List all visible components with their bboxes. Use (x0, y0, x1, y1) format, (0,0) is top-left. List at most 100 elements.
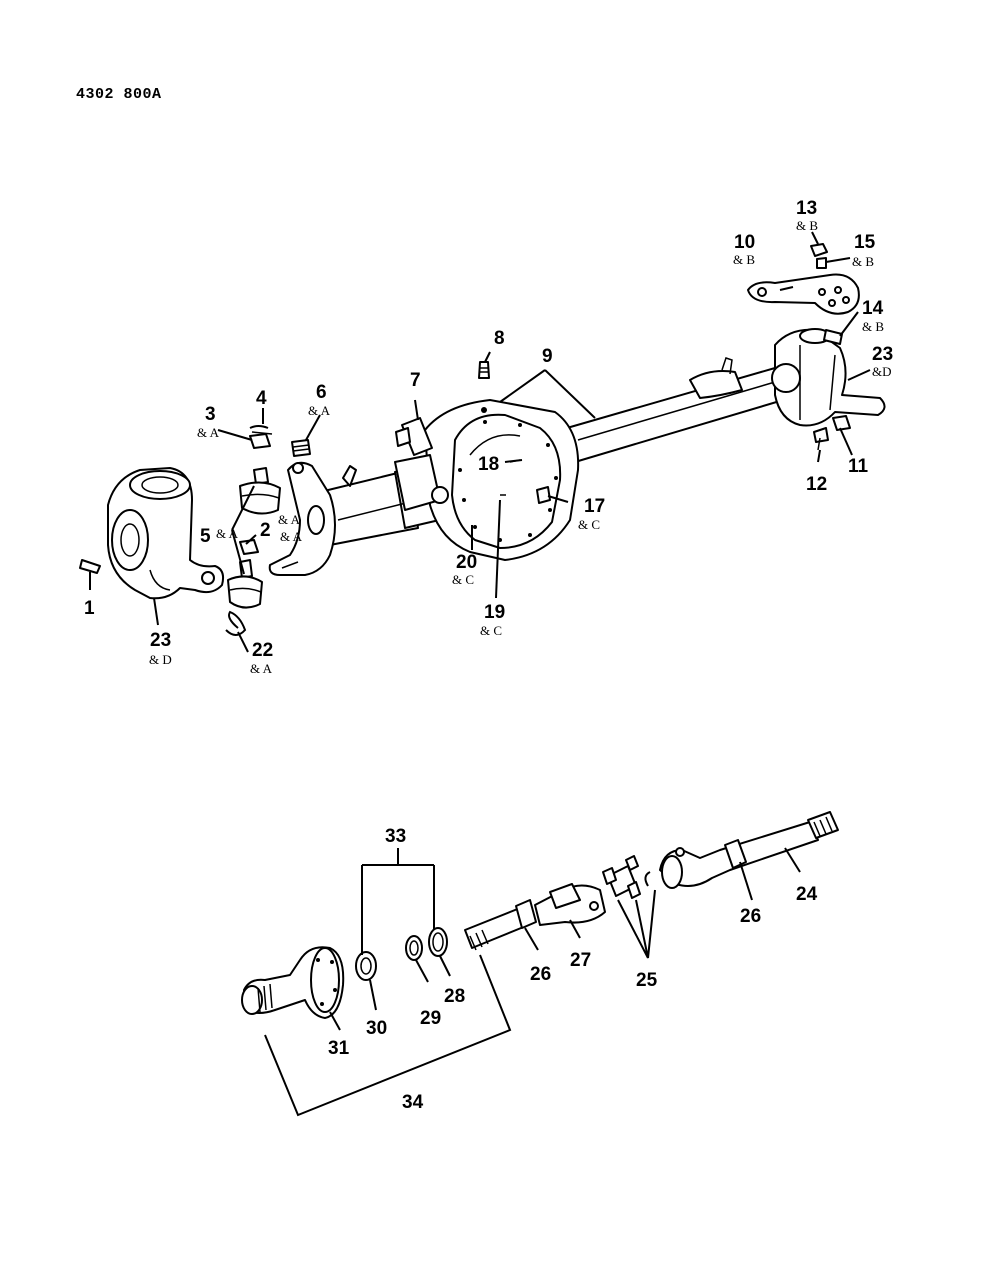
callout-number: 10 (734, 232, 755, 253)
bearing-30 (355, 951, 377, 981)
fill-plug (536, 486, 551, 504)
bolt-1 (79, 559, 101, 574)
callout-suffix: & C (480, 623, 502, 638)
callout-28: 28 (444, 986, 465, 1007)
vent-fitting (478, 361, 490, 379)
lower-ball-joint (227, 559, 263, 609)
steering-arm (747, 273, 860, 315)
callout-8: 8 (494, 328, 505, 349)
callout-27: 27 (570, 950, 591, 971)
callout-26-inner: 26 (740, 906, 761, 927)
callout-number: 18 (478, 454, 499, 475)
callout-number: 5 (200, 526, 211, 547)
callout-4: 4 (256, 388, 267, 409)
seal-28 (428, 927, 448, 957)
callout-5: 5 & A & A (200, 526, 303, 547)
callout-number: 1 (84, 598, 95, 619)
callout-number: 9 (542, 346, 553, 367)
outer-shaft-24 (659, 811, 839, 889)
knuckle-bolt-14 (823, 329, 843, 345)
callout-15: 15 & B (852, 232, 876, 269)
pinion-yoke (395, 417, 433, 456)
callout-suffix: & A (216, 526, 239, 541)
callout-14: 14 & B (862, 298, 884, 334)
callout-25: 25 (636, 970, 658, 991)
nut-3 (249, 433, 271, 449)
callout-suffix: & C (452, 572, 474, 587)
callout-suffix: & A (197, 425, 220, 440)
callout-12: 12 (806, 474, 827, 495)
callout-number: 7 (410, 370, 421, 391)
callout-number: 29 (420, 1008, 441, 1029)
callout-number: 27 (570, 950, 591, 971)
callout-3: 3 & A (197, 404, 220, 440)
callout-suffix: & B (796, 218, 818, 233)
callout-suffix-extra: & A (280, 529, 303, 544)
callout-suffix: & B (733, 252, 755, 267)
callout-suffix: &D (872, 364, 892, 379)
arm-nut-13 (810, 243, 828, 257)
callout-7: 7 (410, 370, 421, 391)
right-steering-knuckle (771, 328, 886, 427)
u-joint-25 (602, 855, 651, 899)
callout-33: 33 (385, 826, 406, 847)
spindle-31 (241, 946, 345, 1019)
callout-suffix: & A (308, 403, 331, 418)
callout-13: 13 & B (796, 198, 818, 233)
boot-6 (291, 439, 311, 457)
snap-ring-22 (225, 610, 247, 636)
callout-number: 23 (150, 630, 171, 651)
callout-1: 1 (84, 598, 95, 619)
callout-29: 29 (420, 1008, 441, 1029)
callout-number: 8 (494, 328, 505, 349)
cotter-pin-4 (249, 425, 273, 435)
callout-number: 30 (366, 1018, 387, 1039)
inner-shaft-26 (464, 899, 537, 951)
callout-2: 2 & A (260, 512, 301, 541)
callout-suffix: & D (149, 652, 172, 667)
callout-number: 20 (456, 552, 477, 573)
callout-number: 3 (205, 404, 216, 425)
callout-number: 26 (530, 964, 551, 985)
callout-31: 31 (328, 1038, 350, 1059)
nut-11 (832, 415, 851, 431)
callout-6: 6 & A (308, 382, 331, 418)
callout-19: 19 & C (480, 602, 505, 638)
callout-20: 20 & C (452, 552, 477, 587)
callout-suffix: & A (250, 661, 273, 676)
upper-ball-joint (239, 467, 281, 515)
callout-number: 4 (256, 388, 267, 409)
callout-suffix: & B (852, 254, 874, 269)
callout-number: 34 (402, 1092, 424, 1113)
callout-23-right: 23 &D (872, 344, 893, 379)
callout-30: 30 (366, 1018, 387, 1039)
callout-18: 18 (478, 454, 499, 475)
callout-number: 11 (848, 456, 869, 477)
callout-34: 34 (402, 1092, 424, 1113)
left-steering-knuckle (107, 467, 225, 600)
callout-26-outer: 26 (530, 964, 551, 985)
yoke-27 (534, 883, 606, 926)
callout-17: 17 & C (578, 496, 605, 532)
bolt-12 (813, 427, 829, 451)
callout-number: 12 (806, 474, 827, 495)
callout-number: 6 (316, 382, 327, 403)
document-id: 4302 800A (76, 86, 162, 103)
callout-24: 24 (796, 884, 818, 905)
callout-10: 10 & B (733, 232, 755, 267)
callout-23-left: 23 & D (149, 630, 172, 667)
callout-9: 9 (542, 346, 553, 367)
leader-lines (89, 231, 871, 1117)
callout-number: 25 (636, 970, 658, 991)
callout-number: 26 (740, 906, 761, 927)
axle-tube-right (559, 357, 791, 463)
washer-29 (405, 935, 423, 961)
callout-number: 19 (484, 602, 505, 623)
callout-number: 28 (444, 986, 465, 1007)
callout-number: 22 (252, 640, 273, 661)
callout-22: 22 & A (250, 640, 273, 676)
arm-stud-15 (816, 257, 827, 269)
callout-number: 13 (796, 198, 817, 219)
callout-number: 17 (584, 496, 605, 517)
